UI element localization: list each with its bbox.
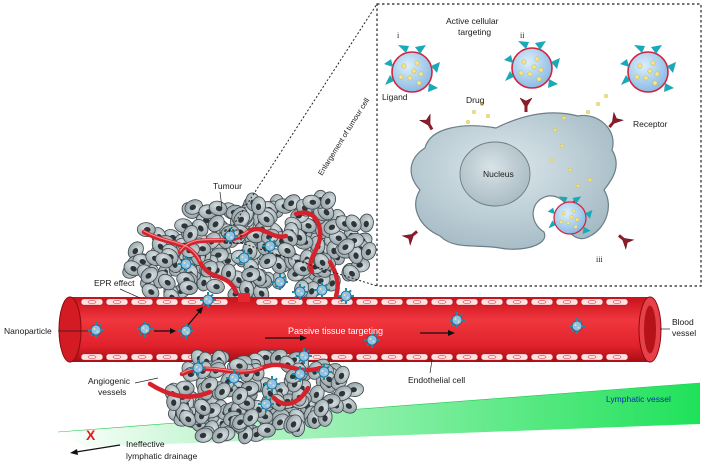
active-targeting-label-1: Active cellular (446, 16, 499, 26)
step-iii-label: iii (596, 255, 603, 264)
lymphatic-vessel (57, 382, 701, 447)
lymphatic-vessel-label: Lymphatic vessel (606, 394, 671, 404)
nucleus-label: Nucleus (483, 169, 514, 179)
active-targeting-label-2: targeting (458, 27, 491, 37)
tumour-mass-upper (119, 188, 380, 309)
blocked-drainage-mark: X (86, 427, 96, 443)
angiogenic-label-2: vessels (98, 387, 126, 397)
epr-leader-line (119, 288, 141, 299)
drug-label: Drug (466, 95, 485, 105)
step-ii-label: ii (520, 31, 525, 40)
enlargement-label: Enlargement of tumour cell (316, 96, 371, 177)
endothelial-cell-label: Endothelial cell (408, 375, 465, 385)
flow-arrows (154, 307, 455, 341)
passive-targeting-label: Passive tissue targeting (288, 326, 383, 336)
receptor-label: Receptor (633, 119, 668, 129)
angiogenic-leader-line (134, 377, 159, 384)
epr-gap (238, 293, 250, 302)
ineffective-drainage-label-1: Ineffective (126, 439, 165, 449)
ligand-label: Ligand (382, 92, 408, 102)
epr-effect-label: EPR effect (94, 278, 135, 288)
tumour-leader-line (219, 191, 223, 209)
step-i-label: i (397, 31, 400, 40)
blood-vessel (58, 296, 662, 363)
tumour-label: Tumour (213, 181, 242, 191)
endothelial-leader-line (429, 359, 433, 374)
angiogenic-label-1: Angiogenic (88, 376, 131, 386)
blood-vessel-label-1: Blood (672, 317, 694, 327)
drug-particles (466, 93, 609, 188)
drainage-arrow (70, 444, 121, 455)
blood-vessel-label-2: vessel (672, 328, 696, 338)
enlargement-lines (228, 3, 378, 287)
ineffective-drainage-label-2: lymphatic drainage (126, 451, 198, 461)
nanoparticle-label: Nanoparticle (4, 326, 52, 336)
target-tumour-cell (410, 112, 617, 250)
tumour-cell-selection-box (224, 229, 242, 244)
